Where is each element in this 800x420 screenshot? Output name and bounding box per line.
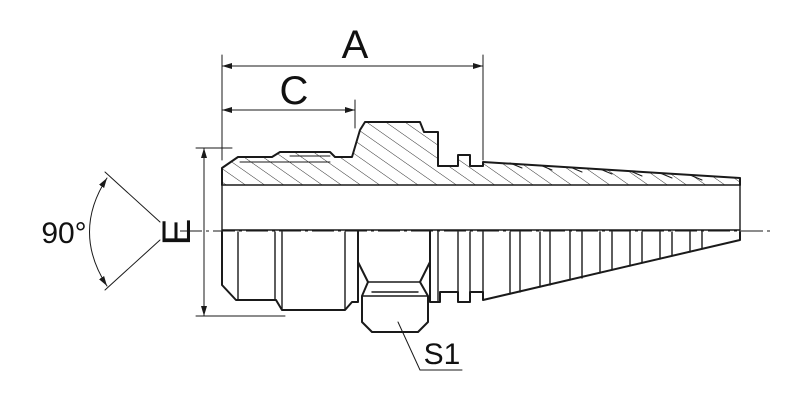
lower-outline-view xyxy=(221,231,741,333)
upper-section xyxy=(221,121,741,186)
label-e: E xyxy=(155,219,199,246)
label-angle: 90° xyxy=(41,217,86,250)
hex-leader: S1 xyxy=(397,321,463,371)
label-a: A xyxy=(342,23,369,67)
bore xyxy=(221,177,741,233)
label-s1: S1 xyxy=(424,338,461,371)
label-c: C xyxy=(280,69,309,113)
angle-dimension: 90° xyxy=(41,171,161,291)
dimension-e: E xyxy=(155,147,286,317)
dimension-a: A xyxy=(221,23,484,161)
dimension-c: C xyxy=(221,69,356,129)
